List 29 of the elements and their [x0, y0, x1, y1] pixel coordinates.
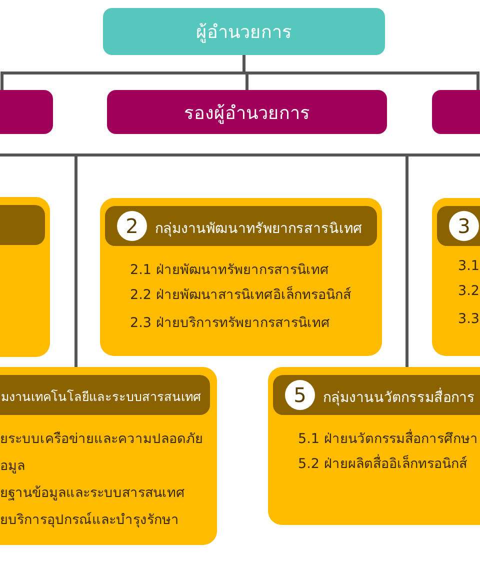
group-card — [100, 198, 382, 356]
unit-item: 5.2 ฝ่ายผลิตสื่ออิเล็กทรอนิกส์ — [298, 453, 467, 474]
connector-line — [406, 155, 408, 367]
number-badge: 5 — [285, 380, 315, 410]
unit-item: 3.2 — [458, 283, 480, 299]
group-card — [0, 197, 50, 357]
unit-item: 2.1 ฝ่ายพัฒนาทรัพยากรสารนิเทศ — [130, 261, 329, 280]
deputy-box — [432, 90, 480, 134]
number-badge: 2 — [117, 211, 147, 241]
unit-item: ยบริการอุปกรณ์และบำรุงรักษา — [0, 511, 179, 530]
unit-item: 3.3 — [458, 311, 480, 327]
unit-item: 2.3 ฝ่ายบริการทรัพยากรสารนิเทศ — [130, 314, 330, 333]
group-card — [0, 367, 217, 545]
unit-item: 5.1 ฝ่ายนวัตกรรมสื่อการศึกษา — [298, 428, 478, 449]
group-card — [432, 198, 480, 356]
unit-item: 3.1 — [458, 258, 480, 274]
connector-line — [74, 155, 78, 367]
unit-item: 2.2 ฝ่ายพัฒนาสารนิเทศอิเล็กทรอนิกส์ — [130, 285, 351, 305]
number-badge: 3 — [449, 211, 479, 241]
deputy-box — [0, 90, 53, 134]
group-card — [268, 367, 480, 525]
group-title: กลุ่มงานนวัตกรรมสื่อการ — [323, 386, 475, 408]
group-title: กลุ่มงานพัฒนาทรัพยากรสารนิเทศ — [155, 220, 362, 239]
unit-item: ยระบบเครือข่ายและความปลอดภัย — [0, 430, 203, 449]
unit-item: อมูล — [0, 457, 25, 476]
deputy-box: รองผู้อำนวยการ — [107, 90, 387, 134]
director-box: ผู้อำนวยการ — [103, 8, 385, 55]
group-title: มงานเทคโนโลยีและระบบสารสนเทศ — [1, 388, 201, 406]
unit-item: ยฐานข้อมูลและระบบสารสนเทศ — [0, 484, 185, 503]
